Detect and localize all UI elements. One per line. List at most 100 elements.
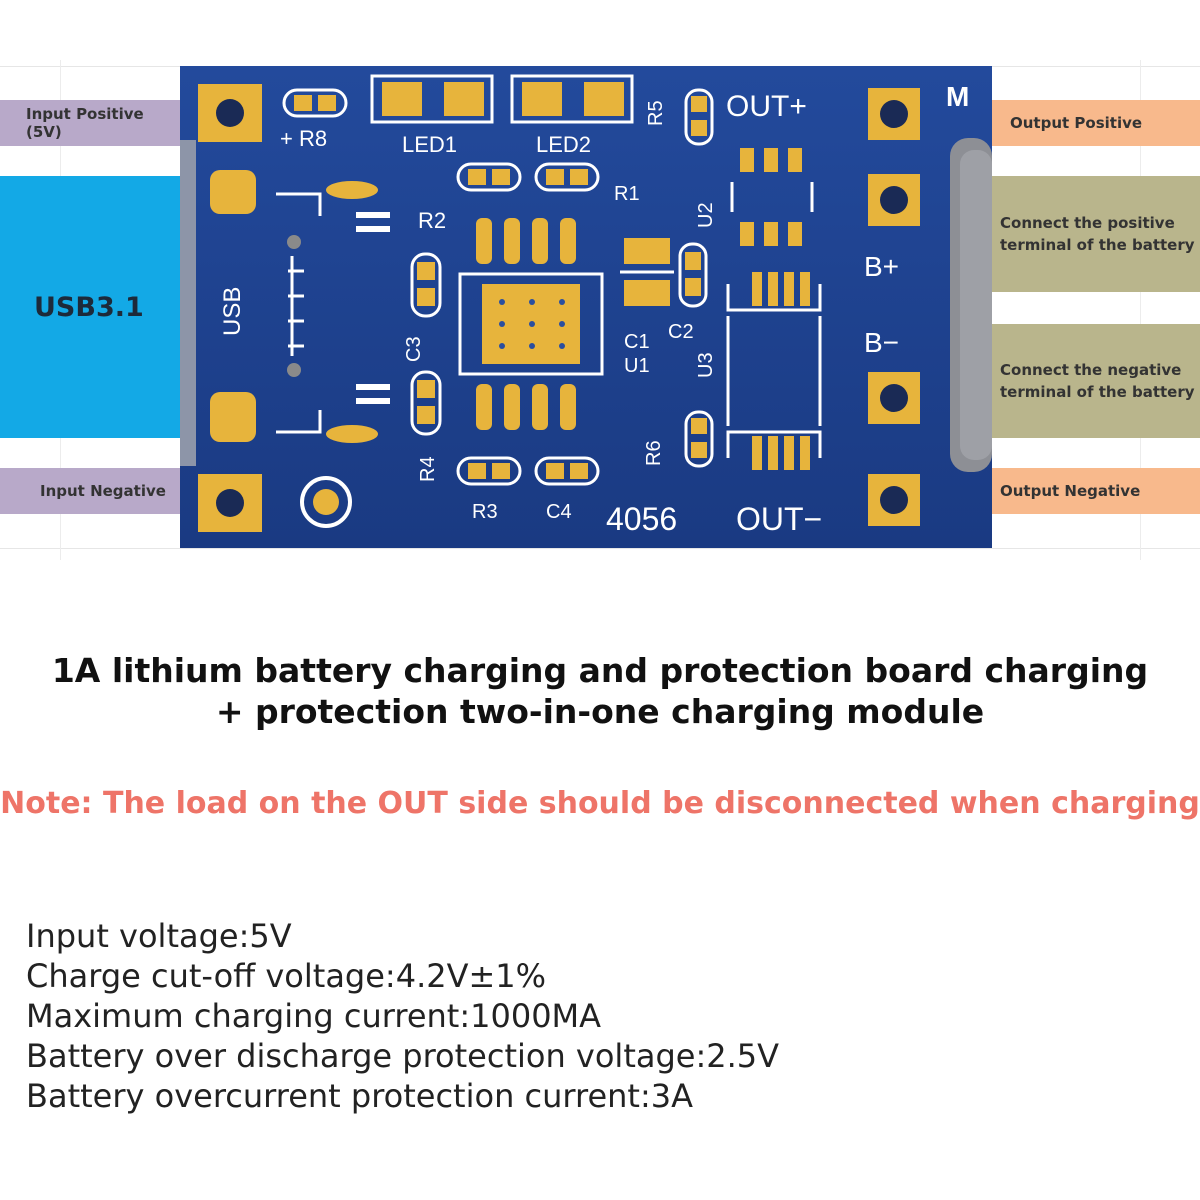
r6-outline: [684, 410, 714, 468]
r3-pad: [468, 463, 486, 479]
silk-out-minus: OUT−: [736, 501, 822, 537]
silkscreen-text: + R8 LED1 LED2 R5 OUT+ M R1 R2 U2 B+ B− …: [219, 81, 969, 537]
silk-r4: R4: [417, 456, 439, 482]
c4-pad: [570, 463, 588, 479]
c2-pad: [685, 252, 701, 270]
r8-pad: [318, 95, 336, 111]
input-negative-pad-hole: [216, 489, 244, 517]
resistor-pad: [468, 169, 486, 185]
c1-pad: [624, 280, 670, 306]
battery-positive-pad-hole: [880, 186, 908, 214]
label-text: Output Positive: [1010, 114, 1143, 132]
silk-u1: U1: [624, 355, 650, 377]
label-text: USB3.1: [34, 291, 144, 323]
r1-pad: [570, 169, 588, 185]
silk-b-plus: B+: [864, 251, 899, 282]
label-battery-positive: Connect the positive terminal of the bat…: [990, 176, 1200, 292]
label-text: Input Positive (5V): [26, 105, 144, 141]
output-negative-pad-hole: [880, 486, 908, 514]
r5-outline: [684, 88, 714, 146]
u3-pins: [752, 272, 810, 470]
silk-4056: 4056: [606, 501, 677, 537]
c3-pad: [417, 288, 435, 306]
c3-pad: [417, 262, 435, 280]
usb-shell-pad: [210, 392, 256, 442]
pcb-board: + R8 LED1 LED2 R5 OUT+ M R1 R2 U2 B+ B− …: [180, 66, 992, 548]
r8-pad: [294, 95, 312, 111]
product-title: 1A lithium battery charging and protecti…: [0, 650, 1200, 732]
r3-outline: [456, 456, 522, 486]
usb-hole: [287, 235, 301, 249]
r4-outline: [410, 370, 442, 436]
resistor-pad: [492, 169, 510, 185]
silk-out-plus: OUT+: [726, 90, 807, 123]
usb-hole: [287, 363, 301, 377]
silk-c2: C2: [668, 321, 694, 343]
led1-pad: [444, 82, 484, 116]
c2-pad: [685, 278, 701, 296]
label-usb: USB3.1: [0, 176, 184, 438]
input-positive-pad-hole: [216, 99, 244, 127]
c1-pad: [624, 238, 670, 264]
silk-c3: C3: [403, 336, 425, 362]
label-input-positive: Input Positive (5V): [0, 100, 182, 146]
u1-pins: [476, 218, 576, 430]
spec-item: Charge cut-off voltage:4.2V±1%: [26, 957, 547, 995]
spec-item: Maximum charging current:1000MA: [26, 997, 602, 1035]
label-input-negative: Input Negative: [0, 468, 182, 514]
u1-vias: [499, 299, 565, 349]
silk-r8: + R8: [280, 126, 327, 151]
battery-edge-tab-inner: [960, 150, 992, 460]
silk-m: M: [946, 81, 969, 112]
r1-pad: [546, 169, 564, 185]
label-text: Output Negative: [1000, 482, 1141, 500]
label-text: Input Negative: [40, 482, 166, 500]
silk-u2: U2: [695, 202, 717, 228]
r4-pad: [417, 406, 435, 424]
mounting-ring: [300, 476, 352, 528]
mounting-pad: [313, 489, 339, 515]
r4-pad: [417, 380, 435, 398]
r6-pad: [691, 418, 707, 434]
led1-pad: [382, 82, 422, 116]
usb-pin-trace: [356, 226, 390, 232]
r5-pad: [691, 120, 707, 136]
r6-pad: [691, 442, 707, 458]
c4-outline: [534, 456, 600, 486]
led1-outline: [370, 74, 494, 124]
battery-negative-pad-hole: [880, 384, 908, 412]
usb-pin-pad: [326, 425, 378, 443]
u2-silk: [730, 182, 814, 212]
silk-b-minus: B−: [864, 327, 899, 358]
grid-line: [0, 548, 1200, 549]
usb-pin-trace: [356, 398, 390, 404]
title-line-2: + protection two-in-one charging module: [215, 692, 985, 731]
silk-r5: R5: [645, 100, 667, 126]
c4-pad: [546, 463, 564, 479]
silk-r1: R1: [614, 183, 640, 205]
silk-led1: LED1: [402, 132, 457, 157]
u1-outline: [458, 272, 604, 376]
silk-led2: LED2: [536, 132, 591, 157]
silk-r2: R2: [418, 208, 446, 233]
silk-r3: R3: [472, 501, 498, 523]
grid-line: [1140, 60, 1141, 560]
led2-pad: [584, 82, 624, 116]
silk-usb: USB: [219, 287, 246, 336]
usb-connector-edge: [180, 140, 196, 466]
r5-pad: [691, 96, 707, 112]
silk-c1: C1: [624, 331, 650, 353]
c2-outline: [678, 242, 708, 308]
silk-c4: C4: [546, 501, 572, 523]
r3-pad: [492, 463, 510, 479]
u3-silk: [726, 430, 822, 458]
label-text: Connect the negative terminal of the bat…: [1000, 361, 1195, 401]
spec-item: Battery overcurrent protection current:3…: [26, 1077, 693, 1115]
r8-outline: [282, 88, 348, 118]
usb-pin-trace: [356, 212, 390, 218]
usb-connector-footprint: [276, 192, 322, 434]
usb-pin-trace: [356, 384, 390, 390]
title-line-1: 1A lithium battery charging and protecti…: [51, 651, 1149, 690]
label-output-positive: Output Positive: [990, 100, 1200, 146]
usb-pin-pad: [326, 181, 378, 199]
